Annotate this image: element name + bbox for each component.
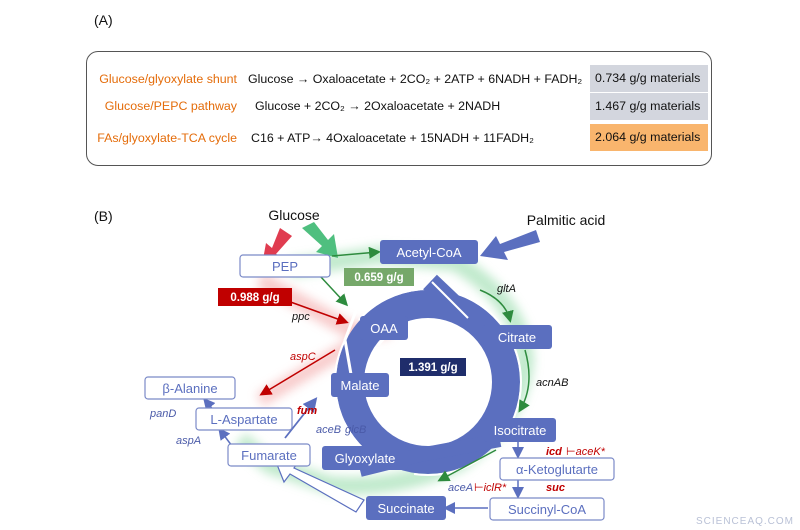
row-2-pathway-name: Glucose/PEPC pathway xyxy=(104,99,237,113)
node-pep: PEP xyxy=(239,254,331,278)
gene-aspA: aspA xyxy=(176,435,201,447)
node-citrate: Citrate xyxy=(482,325,552,349)
palmitic-acid-arrow xyxy=(480,230,540,260)
yield-blue-text: 1.391 g/g xyxy=(408,362,457,374)
node-alanine-label: β-Alanine xyxy=(162,381,217,396)
node-malate: Malate xyxy=(331,373,389,397)
gene-fum: fum xyxy=(297,405,317,417)
gene-icd: icd xyxy=(546,446,562,458)
node-succinyl-coa-label: Succinyl-CoA xyxy=(508,502,586,517)
node-succinate-label: Succinate xyxy=(377,501,434,516)
node-oaa: OAA xyxy=(360,316,408,340)
glucose-green-arrow xyxy=(302,222,338,258)
node-aspartate: L-Aspartate xyxy=(195,407,293,431)
node-fumarate-label: Fumarate xyxy=(241,448,297,463)
node-akg-label: α-Ketoglutarte xyxy=(516,462,598,477)
pep-to-acetylcoa-arrow xyxy=(331,246,381,259)
fumarate-to-aspartate-arrow xyxy=(218,427,233,447)
node-citrate-label: Citrate xyxy=(498,330,536,345)
row-3-pathway-name: FAs/glyoxylate-TCA cycle xyxy=(97,131,237,145)
row-1-yield: 0.734 g/g materials xyxy=(590,65,708,92)
succinate-to-fumarate-arrow xyxy=(275,461,365,513)
node-aspartate-label: L-Aspartate xyxy=(210,412,277,427)
gene-aspC: aspC xyxy=(290,351,316,363)
gene-ppc: ppc xyxy=(291,311,310,323)
node-glyoxylate-label: Glyoxylate xyxy=(335,451,396,466)
row-2-yield: 1.467 g/g materials xyxy=(590,93,708,120)
gene-aceA: aceA xyxy=(448,482,473,494)
panel-b-label: (B) xyxy=(94,208,113,224)
gene-acnAB: acnAB xyxy=(536,377,568,389)
row-3-equation: C16 + ATP→ 4Oxaloacetate + 15NADH + 11FA… xyxy=(251,131,534,145)
gltA-arrow xyxy=(479,289,514,323)
node-malate-label: Malate xyxy=(340,378,379,393)
node-pep-label: PEP xyxy=(272,259,298,274)
row-2-equation: Glucose + 2CO₂ → 2Oxaloacetate + 2NADH xyxy=(255,99,501,113)
node-acetyl-coa-label: Acetyl-CoA xyxy=(396,245,461,260)
gene-aceK: ⊢aceK* xyxy=(566,446,606,458)
yield-blue-badge: 1.391 g/g xyxy=(400,358,466,376)
row-3-yield: 2.064 g/g materials xyxy=(590,124,708,151)
row-1-pathway-name: Glucose/glyoxylate shunt xyxy=(99,72,237,86)
yield-red-text: 0.988 g/g xyxy=(230,292,279,304)
gene-panD: panD xyxy=(149,408,176,420)
node-succinyl-coa: Succinyl-CoA xyxy=(489,497,605,521)
gene-gltA: gltA xyxy=(497,283,516,295)
ppc-arrow xyxy=(284,299,349,325)
node-isocitrate-label: Isocitrate xyxy=(494,423,547,438)
gene-suc: suc xyxy=(546,482,565,494)
node-fumarate: Fumarate xyxy=(227,443,311,467)
panel-a-label: (A) xyxy=(94,12,113,28)
fum-arrow xyxy=(284,397,318,439)
aceA-arrow xyxy=(437,449,497,482)
node-succinate: Succinate xyxy=(366,496,446,520)
aspC-arrow xyxy=(259,349,336,396)
row-1-equation: Glucose → Oxaloacetate + 2CO₂ + 2ATP + 6… xyxy=(248,72,583,86)
node-acetyl-coa: Acetyl-CoA xyxy=(380,240,478,264)
yield-green-text: 0.659 g/g xyxy=(354,272,403,284)
node-glyoxylate: Glyoxylate xyxy=(322,446,408,470)
node-isocitrate: Isocitrate xyxy=(484,418,556,442)
node-oaa-label: OAA xyxy=(370,321,398,336)
yield-red-badge: 0.988 g/g xyxy=(218,288,292,306)
substrate-glucose: Glucose xyxy=(268,207,320,223)
gene-glcB: glcB xyxy=(345,424,366,436)
watermark-text: SCIENCEAQ.COM xyxy=(695,516,794,527)
gene-iclR: ⊢iclR* xyxy=(474,482,507,494)
reaction-table-box xyxy=(86,51,712,166)
gene-aceB: aceB xyxy=(316,424,341,436)
node-alanine: β-Alanine xyxy=(144,376,236,400)
substrate-palmitic-acid: Palmitic acid xyxy=(527,212,606,228)
yield-green-badge: 0.659 g/g xyxy=(344,268,414,286)
node-akg: α-Ketoglutarte xyxy=(499,457,615,481)
pep-to-oaa-green-arrow xyxy=(319,275,349,307)
acnAB-arrow xyxy=(518,349,530,413)
